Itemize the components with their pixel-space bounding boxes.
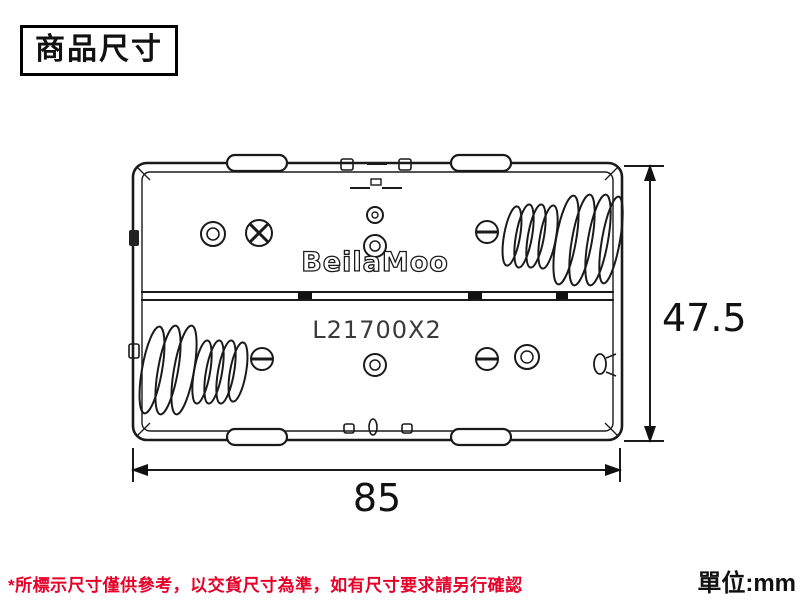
title-box: 商品尺寸 [20,25,178,76]
ring-hole-top-center [363,234,387,258]
title-label: 商品尺寸 [35,33,163,66]
ring-hole-bottom-center [363,353,387,377]
ring-hole-top-left [200,221,226,247]
width-dimension: 85 [131,448,622,520]
slot-screw-icon-top-right [475,220,499,244]
slot-screw-icon-bottom-right [475,347,499,371]
top-latch-details [350,178,402,189]
width-dimension-label: 85 [353,476,401,520]
unit-label: 單位:mm [697,570,796,597]
spring-top-right [501,193,624,287]
height-dimension-label: 47.5 [662,296,747,340]
center-divider [141,291,614,301]
slot-screw-icon-bottom-left [250,347,274,371]
disclaimer-text: *所標示尺寸僅供參考，以交貨尺寸為準，如有尺寸要求請另行確認 [8,576,523,595]
bottom-tabs [225,418,513,447]
ring-hole-top-center-small [366,206,384,224]
brand-text: BeilaMoo [301,247,449,278]
height-dimension: 47.5 [624,164,747,443]
footer-bar: *所標示尺寸僅供參考，以交貨尺寸為準，如有尺寸要求請另行確認 單位:mm [8,563,796,598]
side-clips [128,230,617,377]
ring-hole-bottom-right [514,344,540,370]
spring-bottom-left [138,324,249,416]
phillips-screw-icon [245,219,273,247]
battery-holder-drawing: BeilaMoo L21700X2 [128,153,624,447]
model-text: L21700X2 [312,316,441,344]
holder-outline [131,161,624,442]
top-tabs [225,153,513,173]
